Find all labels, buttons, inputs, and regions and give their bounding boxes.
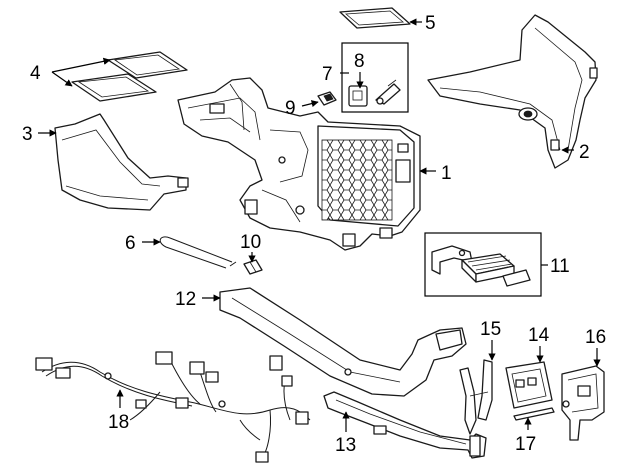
callout-5: 5 [425, 13, 436, 34]
part-11-pad [502, 269, 531, 287]
part-4-liner-mats [71, 51, 188, 102]
callout-17: 17 [515, 434, 536, 455]
callout-12: 12 [175, 289, 196, 310]
callout-15: 15 [480, 319, 501, 340]
part-12-air-duct [219, 287, 467, 397]
callout-13: 13 [335, 435, 356, 456]
part-7-bracket [375, 79, 401, 105]
callout-numbers: 1 2 3 4 5 6 7 8 9 10 11 12 13 14 15 16 1… [22, 13, 606, 456]
callout-2: 2 [579, 142, 590, 163]
part-1-console-body [177, 77, 421, 251]
part-7-group-box [341, 42, 409, 113]
callout-3: 3 [22, 124, 33, 145]
callout-14: 14 [528, 325, 550, 346]
part-3-side-panel [54, 113, 189, 211]
callout-6: 6 [125, 233, 136, 254]
part-13-lower-duct [323, 391, 487, 459]
part-10-clip [243, 259, 263, 275]
part-6-strap [159, 236, 237, 269]
callout-18: 18 [108, 412, 129, 433]
part-11-group-box [424, 232, 542, 297]
callout-8: 8 [354, 51, 365, 72]
callout-1: 1 [441, 163, 452, 184]
part-5-lid-pad [339, 7, 411, 29]
callout-4: 4 [30, 63, 41, 84]
callout-10: 10 [240, 232, 261, 253]
part-9-switch [317, 91, 337, 106]
callout-11: 11 [550, 256, 570, 277]
part-11-bracket [431, 245, 473, 275]
callout-9: 9 [285, 98, 296, 119]
part-14-module [505, 361, 553, 409]
callout-16: 16 [585, 327, 606, 348]
part-15-bracket [459, 359, 493, 435]
part-8-clip [348, 85, 368, 107]
part-16-bracket [561, 365, 605, 441]
callout-7: 7 [322, 64, 333, 85]
leader-lines [38, 18, 601, 432]
part-18-wiring-harness [35, 351, 311, 463]
part-2-side-panel [427, 14, 598, 169]
part-17-strip [513, 407, 555, 421]
